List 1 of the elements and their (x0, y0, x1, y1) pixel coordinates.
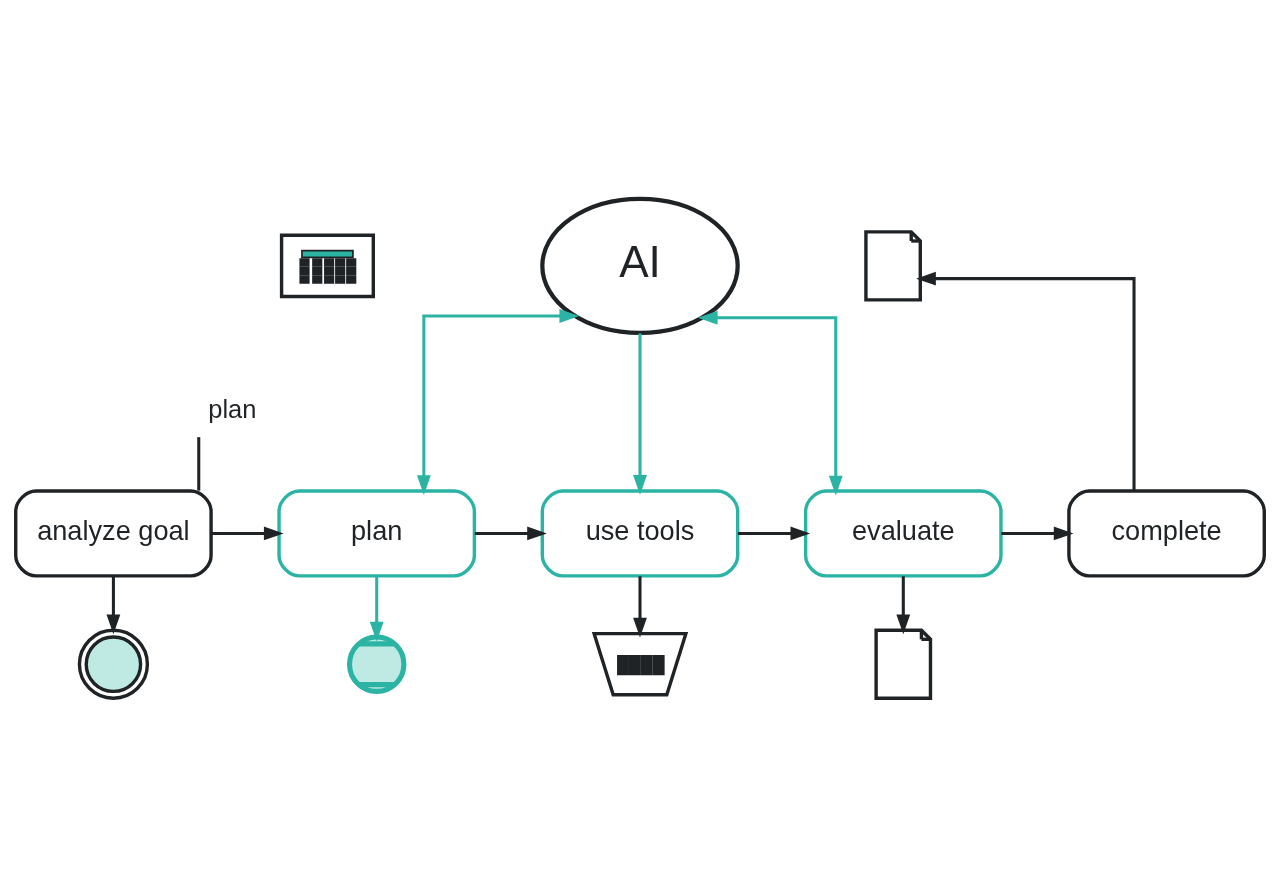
node-text: plan (208, 394, 257, 423)
